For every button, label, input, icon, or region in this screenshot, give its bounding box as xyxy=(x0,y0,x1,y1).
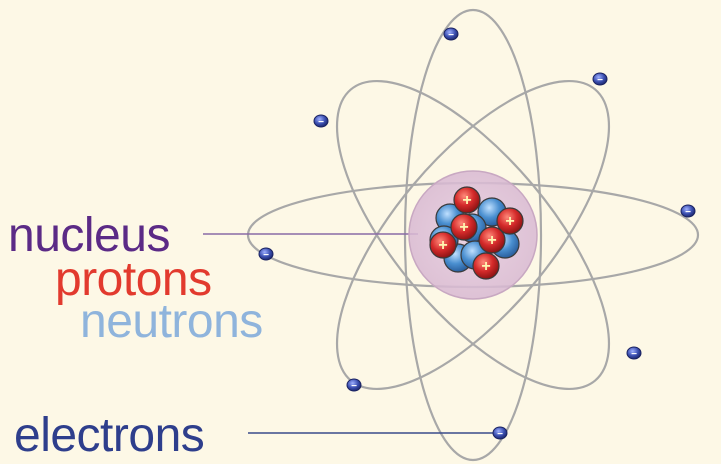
electron: − xyxy=(346,378,362,392)
svg-text:−: − xyxy=(351,381,357,392)
orbit-vertical xyxy=(403,8,543,462)
electron-group: − − − − − − − xyxy=(258,27,696,440)
label-neutrons: neutrons xyxy=(80,295,263,348)
svg-text:−: − xyxy=(597,75,603,86)
electron: − xyxy=(258,247,274,261)
label-electrons: electrons xyxy=(14,409,205,462)
proton: + xyxy=(453,186,481,214)
svg-text:−: − xyxy=(685,207,691,218)
proton: + xyxy=(450,213,478,241)
svg-text:−: − xyxy=(318,117,324,128)
orbit-tilt-right xyxy=(335,79,611,391)
electron: − xyxy=(492,426,508,440)
svg-text:+: + xyxy=(487,232,496,249)
svg-text:+: + xyxy=(462,192,471,209)
nucleus: + + + + + + xyxy=(429,186,524,280)
electron: − xyxy=(313,114,329,128)
electron: − xyxy=(626,346,642,360)
electron: − xyxy=(680,204,696,218)
svg-text:+: + xyxy=(481,258,490,275)
svg-text:+: + xyxy=(438,237,447,254)
proton: + xyxy=(429,231,457,259)
proton: + xyxy=(472,252,500,280)
electron: − xyxy=(592,72,608,86)
svg-text:+: + xyxy=(505,213,514,230)
electron: − xyxy=(443,27,459,41)
svg-text:−: − xyxy=(263,250,269,261)
label-protons: protons xyxy=(55,253,212,306)
svg-text:−: − xyxy=(497,429,503,440)
svg-text:−: − xyxy=(448,30,454,41)
svg-text:+: + xyxy=(459,219,468,236)
svg-text:−: − xyxy=(631,349,637,360)
label-nucleus: nucleus xyxy=(8,209,170,262)
proton: + xyxy=(478,226,506,254)
proton: + xyxy=(496,207,524,235)
